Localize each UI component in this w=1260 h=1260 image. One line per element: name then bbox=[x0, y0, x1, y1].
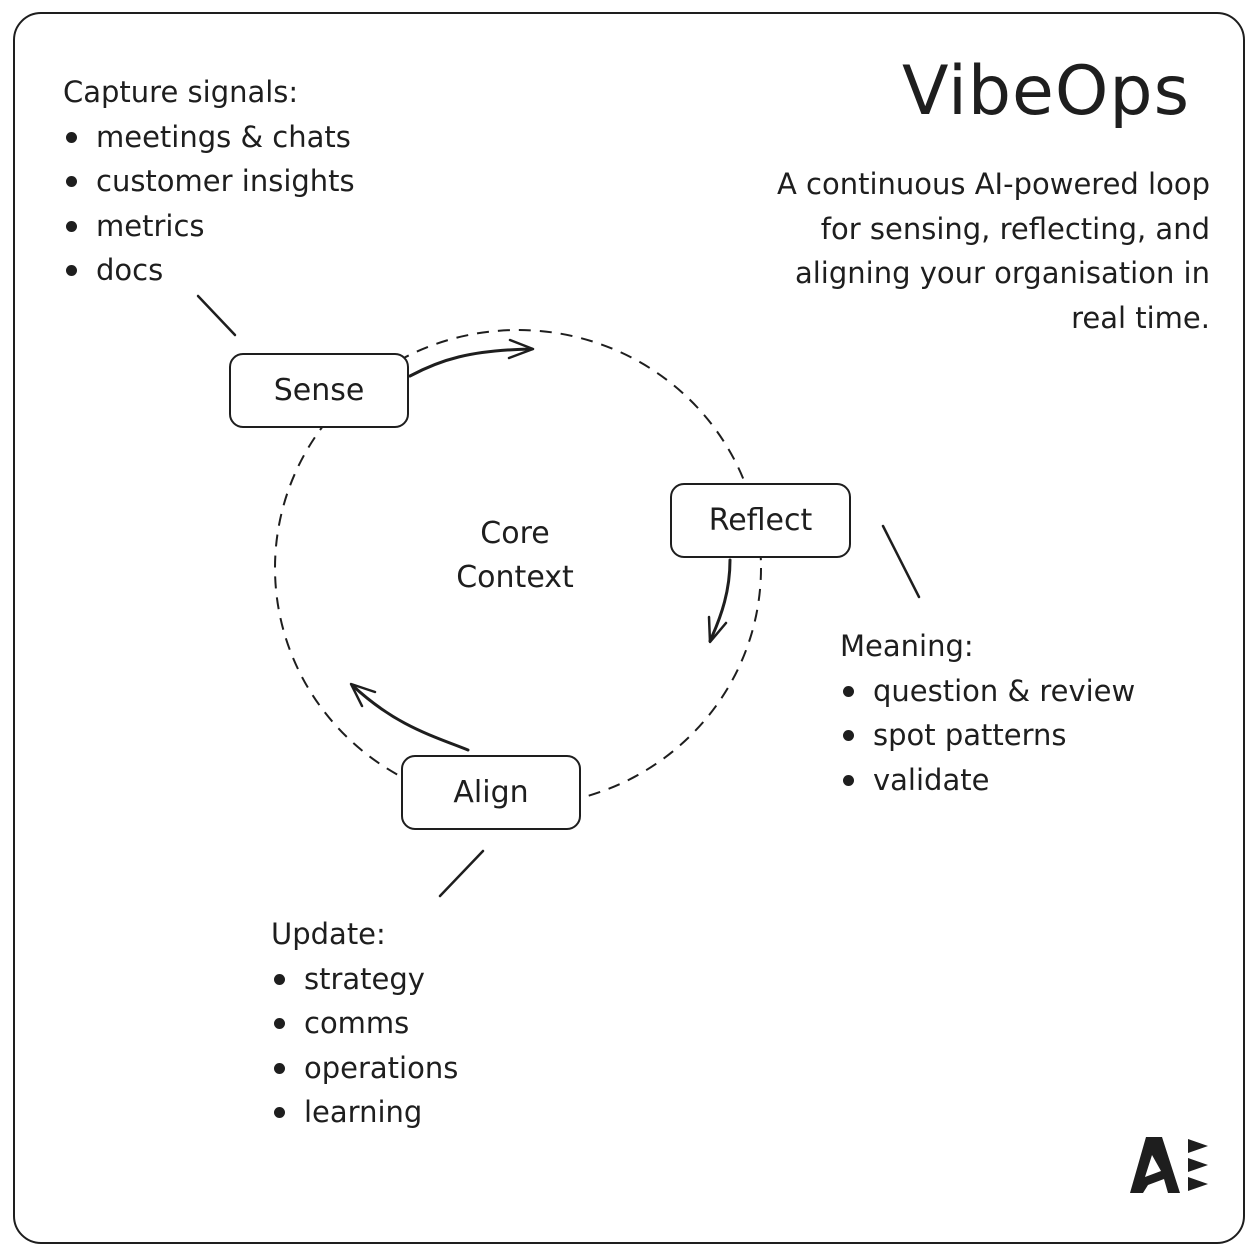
annotation-heading: Update: bbox=[271, 917, 386, 951]
list-item: docs bbox=[63, 248, 355, 293]
leader-line-align bbox=[438, 849, 485, 898]
annotation-sense: Capture signals: meetings & chats custom… bbox=[63, 70, 355, 293]
list-item: metrics bbox=[63, 204, 355, 249]
node-align: Align bbox=[401, 755, 581, 830]
list-item: comms bbox=[271, 1001, 458, 1046]
brand-a-logo-icon bbox=[1130, 1137, 1208, 1193]
tagline: A continuous AI-powered loop for sensing… bbox=[776, 167, 1210, 335]
list-item: customer insights bbox=[63, 159, 355, 204]
arrow-sense-to-reflect-icon bbox=[408, 338, 535, 378]
list-item: operations bbox=[271, 1046, 458, 1091]
annotation-list: question & review spot patterns validate bbox=[840, 669, 1135, 803]
annotation-align: Update: strategy comms operations learni… bbox=[271, 912, 458, 1135]
page-title: VibeOps bbox=[901, 52, 1190, 131]
dashed-loop bbox=[274, 329, 762, 807]
center-label: Core Context bbox=[420, 512, 610, 600]
arrow-align-to-sense-icon bbox=[349, 682, 470, 752]
annotation-heading: Meaning: bbox=[840, 629, 974, 663]
list-item: learning bbox=[271, 1090, 458, 1135]
list-item: validate bbox=[840, 758, 1135, 803]
leader-line-reflect bbox=[881, 524, 921, 599]
annotation-list: strategy comms operations learning bbox=[271, 957, 458, 1135]
annotation-reflect: Meaning: question & review spot patterns… bbox=[840, 624, 1135, 802]
node-reflect: Reflect bbox=[670, 483, 851, 558]
list-item: spot patterns bbox=[840, 713, 1135, 758]
list-item: question & review bbox=[840, 669, 1135, 714]
node-label: Reflect bbox=[708, 503, 813, 538]
center-label-line: Context bbox=[456, 560, 574, 595]
node-label: Sense bbox=[273, 373, 365, 408]
leader-line-sense bbox=[196, 294, 237, 337]
node-sense: Sense bbox=[229, 353, 409, 428]
annotation-heading: Capture signals: bbox=[63, 75, 299, 109]
list-item: strategy bbox=[271, 957, 458, 1002]
arrow-reflect-to-align-icon bbox=[707, 558, 732, 644]
canvas-frame bbox=[13, 12, 1245, 1244]
center-label-line: Core bbox=[480, 516, 550, 551]
list-item: meetings & chats bbox=[63, 115, 355, 160]
annotation-list: meetings & chats customer insights metri… bbox=[63, 115, 355, 293]
node-label: Align bbox=[453, 775, 529, 810]
